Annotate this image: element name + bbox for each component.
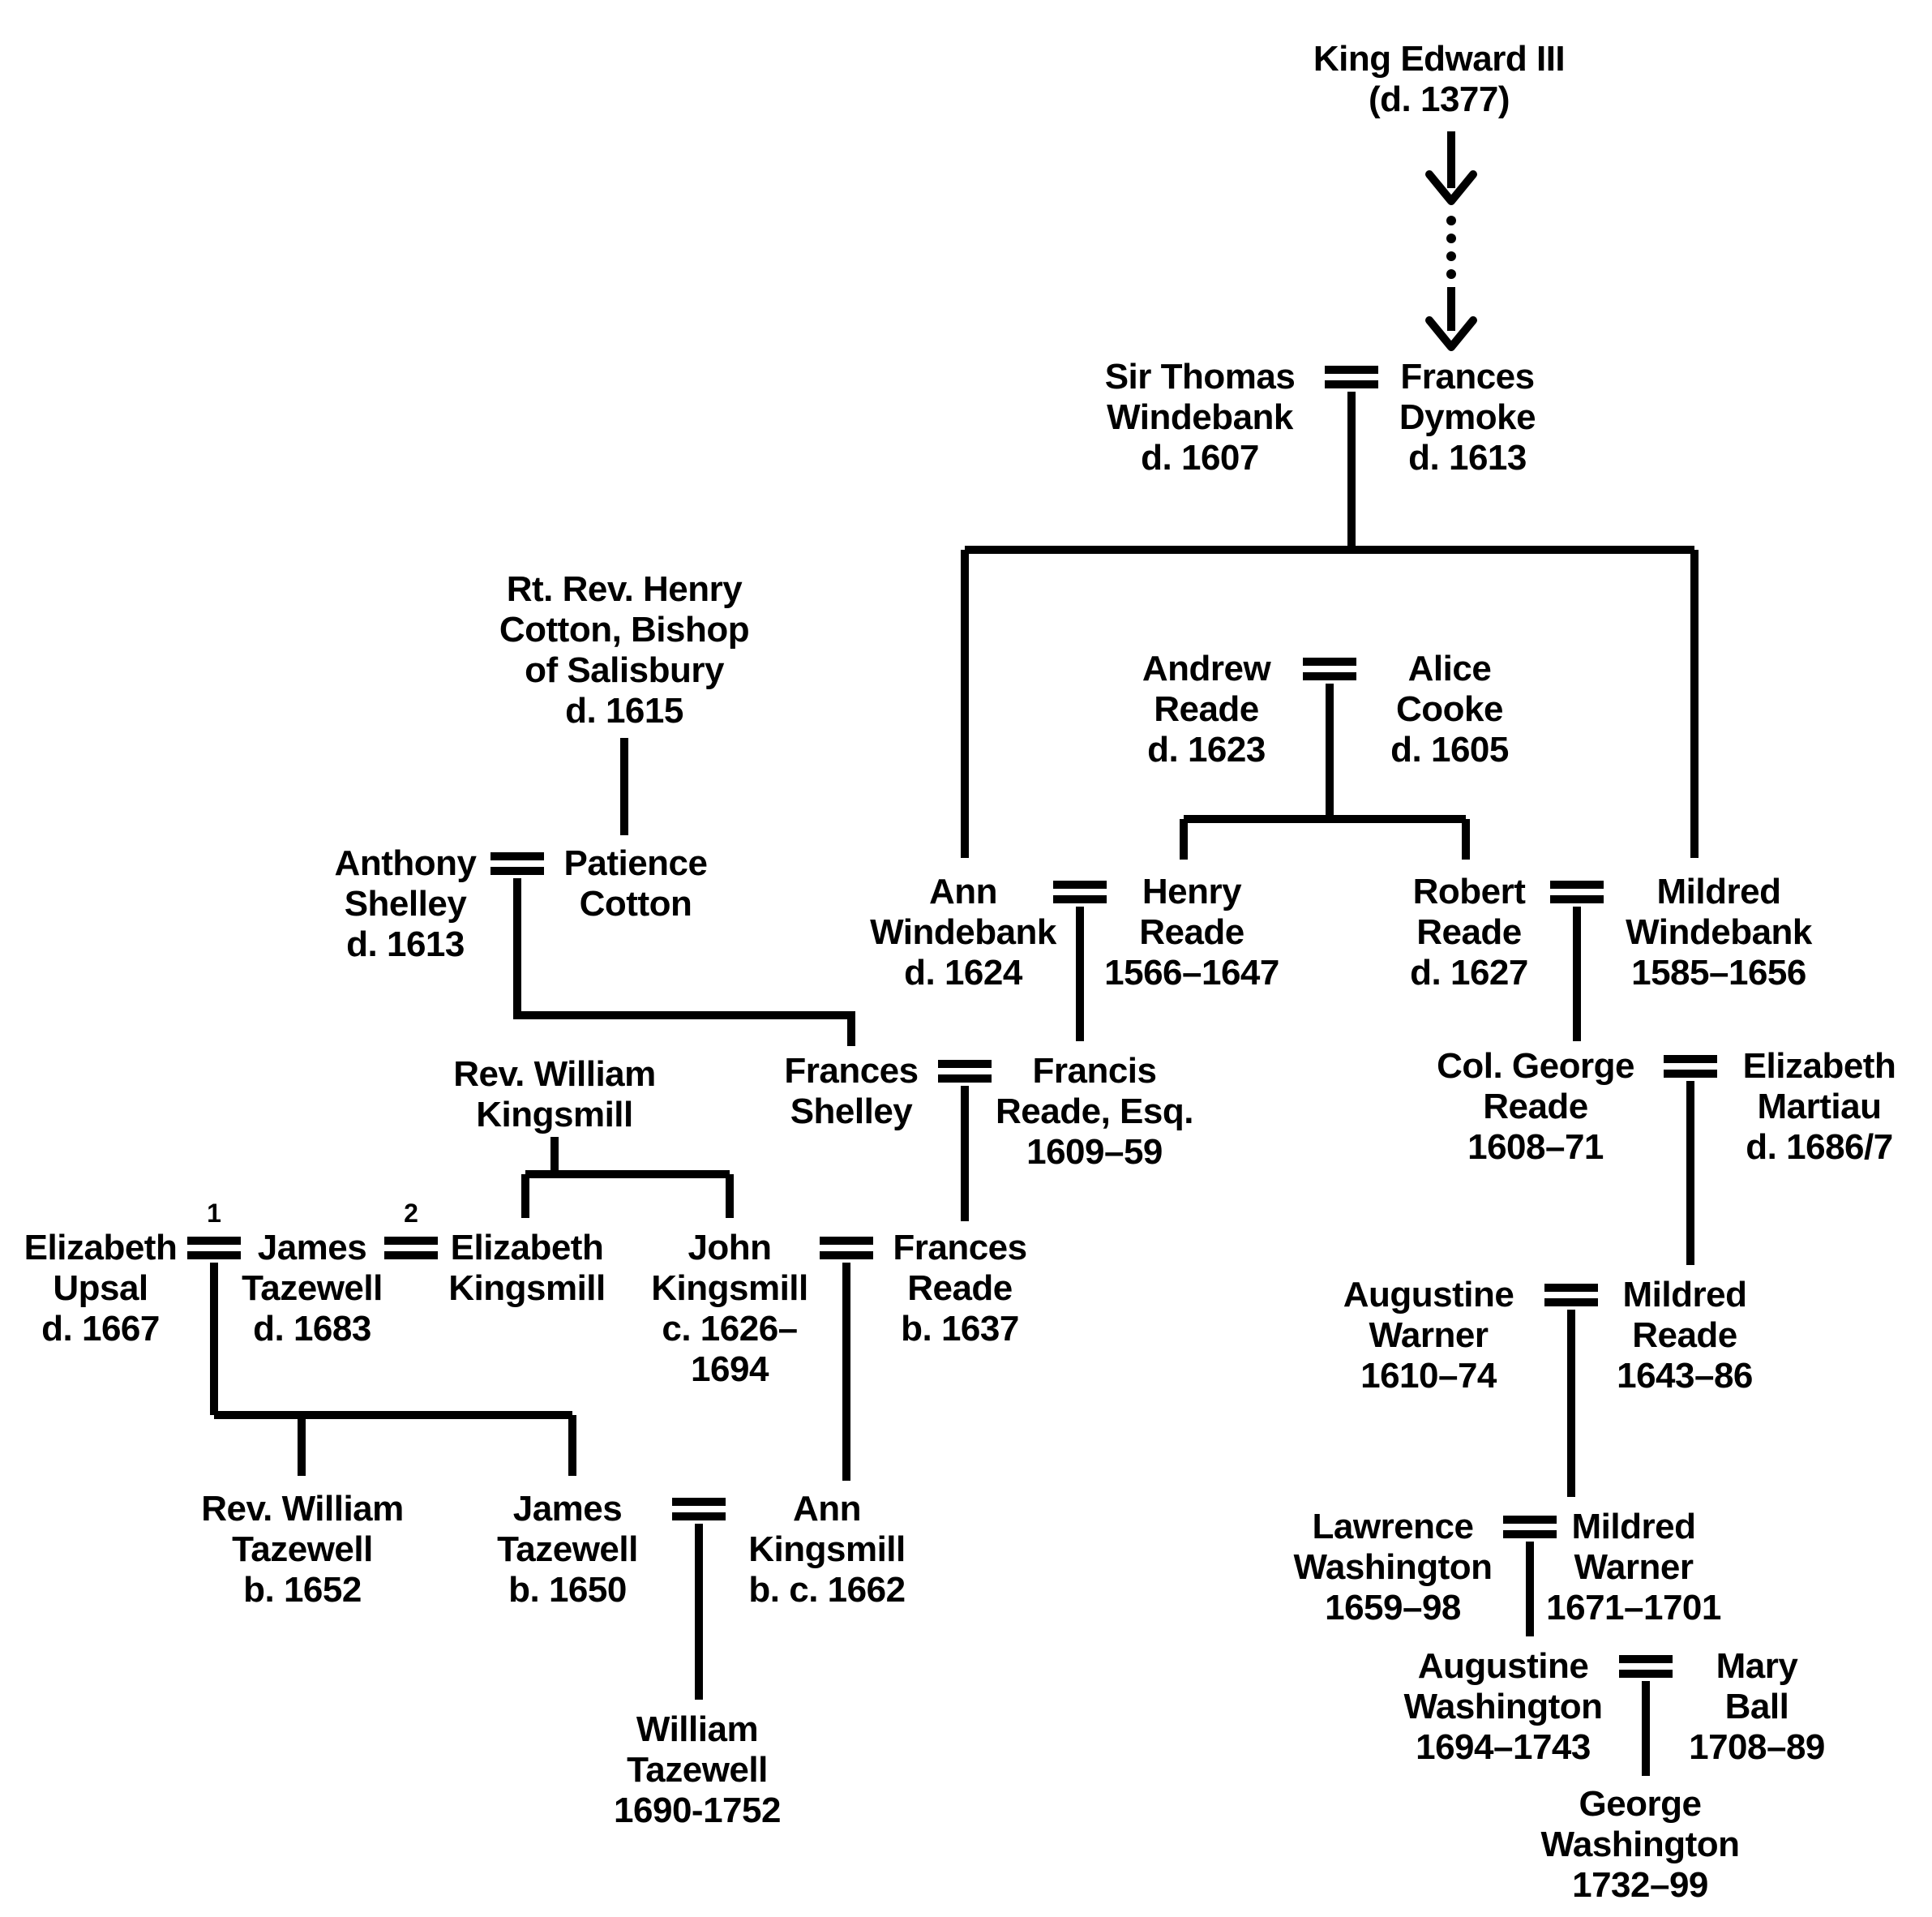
- person-william-tazewell: William Tazewell 1690-1752: [614, 1709, 781, 1830]
- person-anthony-shelley: Anthony Shelley d. 1613: [334, 843, 477, 964]
- person-andrew-reade: Andrew Reade d. 1623: [1142, 649, 1271, 770]
- person-john-kingsmill: John Kingsmill c. 1626– 1694: [651, 1228, 808, 1389]
- person-mildred-windebank: Mildred Windebank 1585–1656: [1626, 872, 1812, 993]
- person-james-tazewell-jr: James Tazewell b. 1650: [497, 1489, 638, 1610]
- marriage-sign-george-martiau: [1664, 1055, 1717, 1078]
- marriage-order-label-first: 1: [207, 1199, 221, 1228]
- person-george-washington: George Washington 1732–99: [1540, 1784, 1740, 1905]
- marriage-sign-windebank-dymoke: [1325, 366, 1378, 388]
- person-frances-dymoke: Frances Dymoke d. 1613: [1399, 357, 1536, 478]
- marriage-sign-reade-cooke: [1303, 658, 1356, 680]
- person-frances-reade: Frances Reade b. 1637: [893, 1228, 1027, 1349]
- marriage-sign-ann-henry: [1053, 881, 1107, 903]
- person-mary-ball: Mary Ball 1708–89: [1689, 1646, 1825, 1767]
- person-ann-kingsmill: Ann Kingsmill b. c. 1662: [748, 1489, 906, 1610]
- person-elizabeth-upsal: Elizabeth Upsal d. 1667: [24, 1228, 178, 1349]
- person-ann-windebank: Ann Windebank d. 1624: [870, 872, 1056, 993]
- person-sir-thomas-windebank: Sir Thomas Windebank d. 1607: [1104, 357, 1296, 478]
- person-frances-shelley: Frances Shelley: [784, 1051, 919, 1131]
- marriage-sign-shelley-reade: [938, 1060, 992, 1083]
- person-francis-reade: Francis Reade, Esq. 1609–59: [996, 1051, 1193, 1172]
- marriage-sign-shelley-cotton: [490, 852, 544, 875]
- person-lawrence-washington: Lawrence Washington 1659–98: [1293, 1507, 1493, 1628]
- marriage-order-label-second: 2: [404, 1199, 418, 1228]
- person-augustine-warner: Augustine Warner 1610–74: [1343, 1275, 1514, 1396]
- person-king-edward-iii: King Edward III (d. 1377): [1313, 39, 1566, 119]
- marriage-sign-upsal-tazewell: [187, 1237, 241, 1259]
- person-robert-reade: Robert Reade d. 1627: [1410, 872, 1528, 993]
- person-rev-william-kingsmill: Rev. William Kingsmill: [453, 1054, 656, 1134]
- person-alice-cooke: Alice Cooke d. 1605: [1390, 649, 1509, 770]
- marriage-sign-washington-ball: [1619, 1655, 1673, 1678]
- descent-arrowhead-lower-icon: [1425, 316, 1477, 351]
- descent-dotted-line: [1446, 216, 1456, 279]
- marriage-sign-john-frances: [820, 1237, 873, 1259]
- marriage-sign-robert-mildred: [1550, 881, 1604, 903]
- person-rt-rev-henry-cotton: Rt. Rev. Henry Cotton, Bishop of Salisbu…: [499, 569, 750, 731]
- descent-arrowhead-upper-icon: [1425, 170, 1477, 205]
- person-james-tazewell-sr: James Tazewell d. 1683: [242, 1228, 383, 1349]
- marriage-sign-tazewell-kingsmill: [384, 1237, 438, 1259]
- marriage-sign-washington-warner: [1503, 1516, 1557, 1538]
- person-elizabeth-kingsmill: Elizabeth Kingsmill: [448, 1228, 606, 1308]
- person-henry-reade: Henry Reade 1566–1647: [1104, 872, 1279, 993]
- marriage-sign-warner-reade: [1544, 1284, 1598, 1306]
- shelley-frances-elbow: [513, 878, 855, 1046]
- person-mildred-reade: Mildred Reade 1643–86: [1617, 1275, 1753, 1396]
- person-mildred-warner: Mildred Warner 1671–1701: [1546, 1507, 1721, 1628]
- marriage-sign-tazewell-ann: [672, 1498, 726, 1520]
- person-rev-william-tazewell: Rev. William Tazewell b. 1652: [201, 1489, 404, 1610]
- person-augustine-washington: Augustine Washington 1694–1743: [1403, 1646, 1603, 1767]
- person-patience-cotton: Patience Cotton: [563, 843, 708, 924]
- person-elizabeth-martiau: Elizabeth Martiau d. 1686/7: [1742, 1046, 1896, 1167]
- person-col-george-reade: Col. George Reade 1608–71: [1437, 1046, 1634, 1167]
